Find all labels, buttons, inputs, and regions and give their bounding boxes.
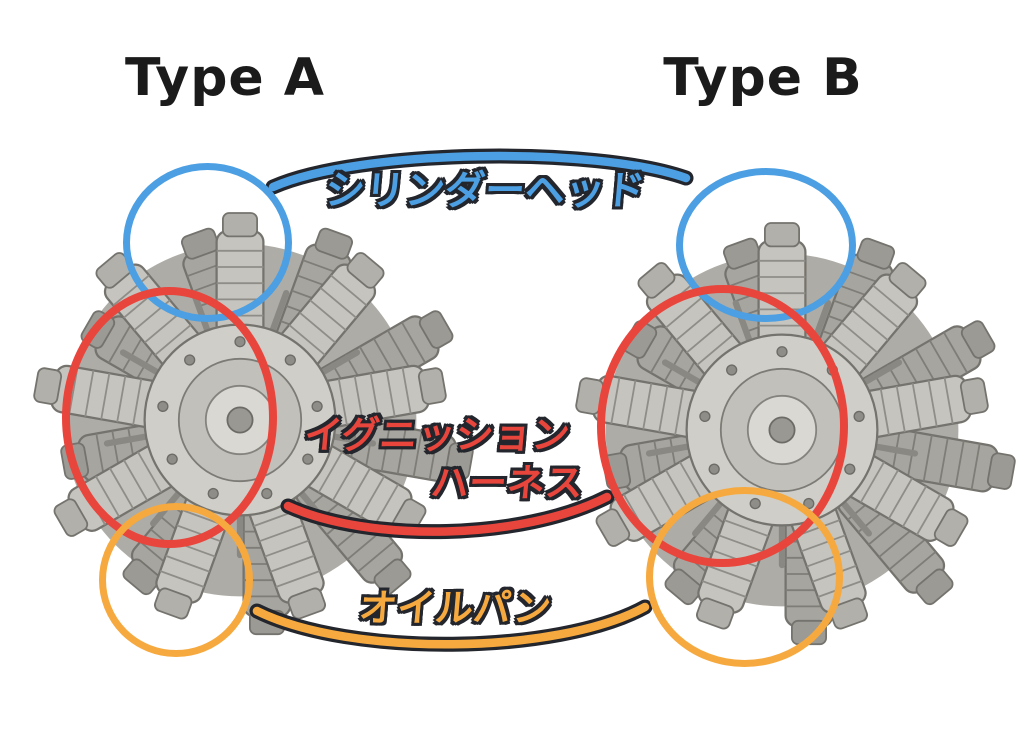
oil-pan-underline (249, 599, 653, 652)
cylinder-head-underline (265, 148, 694, 195)
type-a-title: Type A (125, 48, 326, 108)
type-b-title: Type B (663, 48, 863, 108)
cylinder-head-label: シリンダーヘッド (322, 168, 648, 214)
oil-pan-circle-type-b (646, 487, 843, 667)
ignition-harness-label-line1: イグニッション (302, 413, 572, 457)
ignition-harness-underline (280, 489, 615, 540)
ignition-harness-label-line2: ハーネス (429, 461, 586, 505)
oil-pan-label: オイルパン (357, 586, 553, 630)
oil-pan-circle-type-a (99, 503, 253, 657)
